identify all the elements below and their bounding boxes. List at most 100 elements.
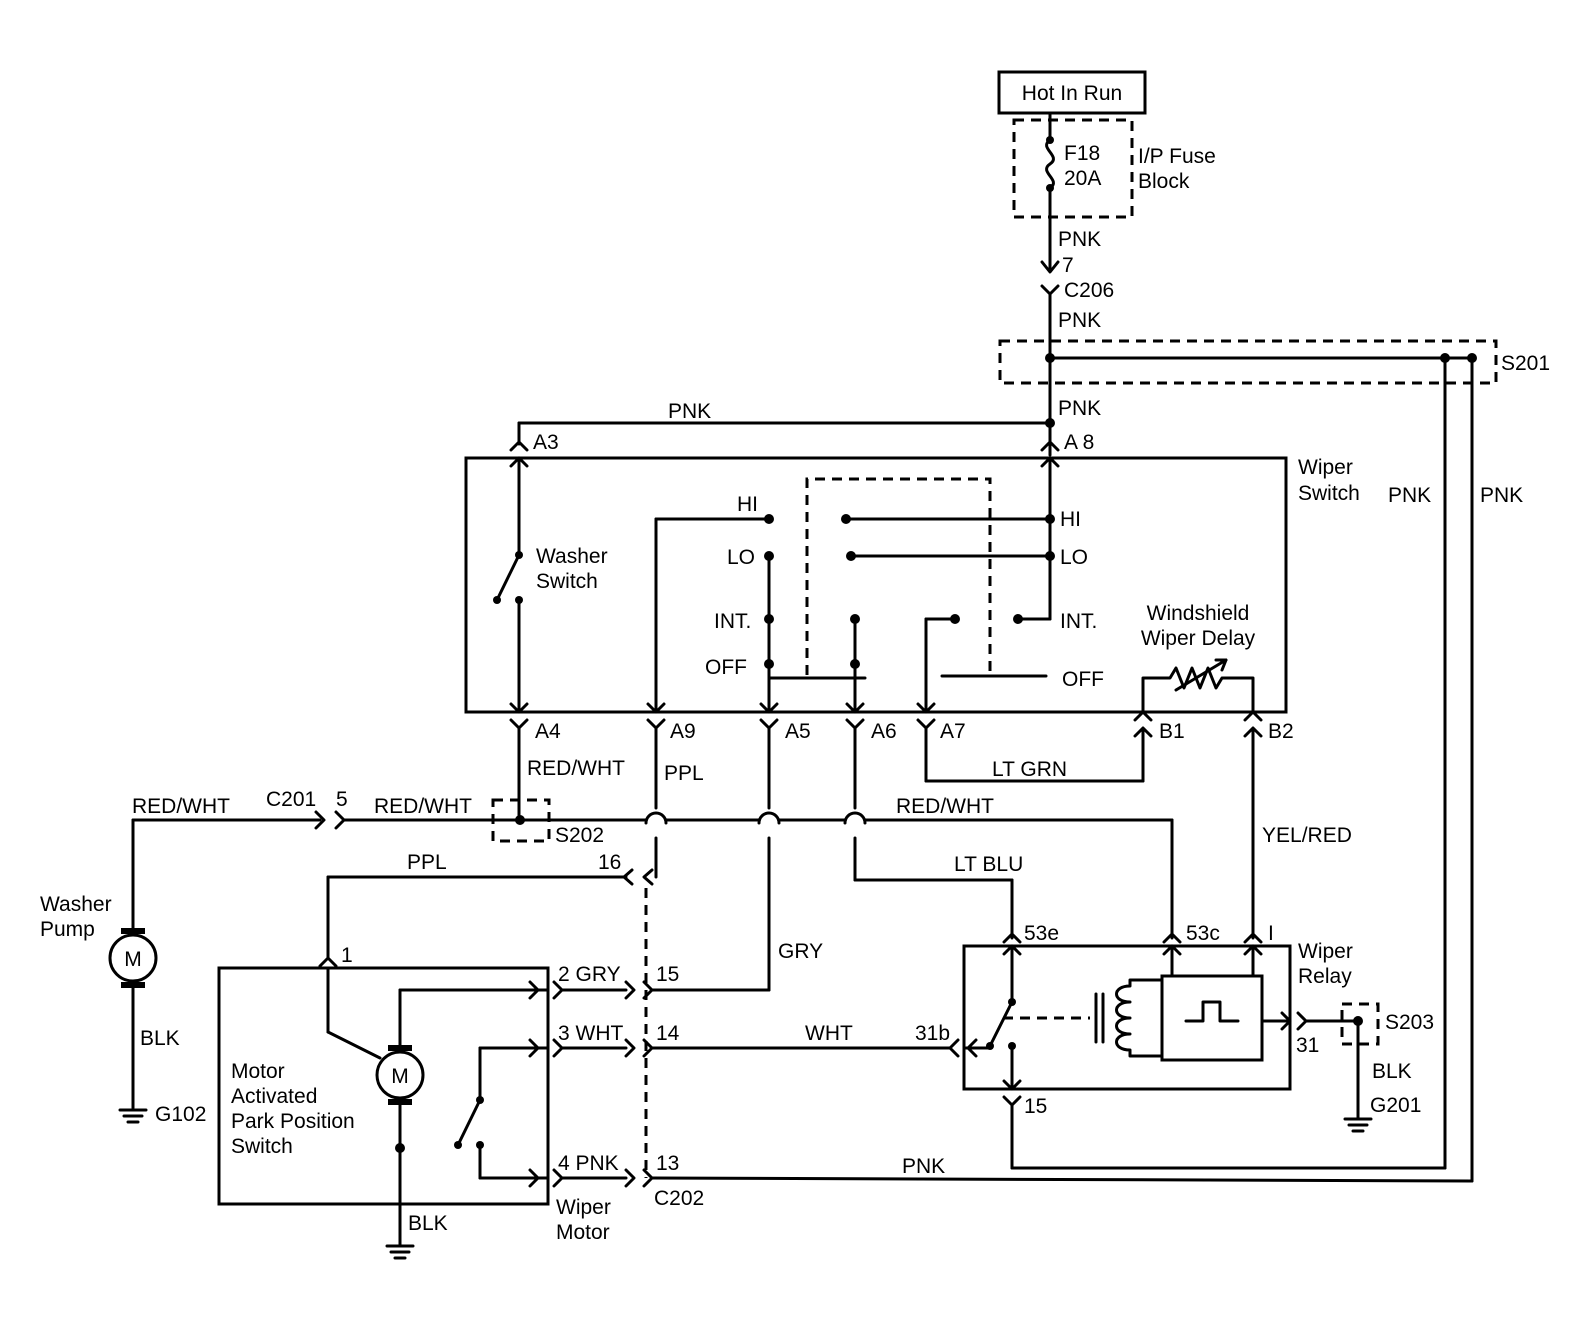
a7-inner-arrow — [916, 702, 936, 714]
off-label-left: OFF — [705, 656, 747, 679]
wire-label-red-wht-relay: RED/WHT — [896, 795, 994, 818]
wiper-motor-icon — [375, 1050, 425, 1100]
pin15-male — [642, 980, 654, 1000]
wiper-switch-box — [464, 456, 1288, 714]
wiper-switch-title-1: Wiper — [1298, 456, 1353, 479]
wiper-relay: Wiper Relay 53e 53c I — [962, 922, 1353, 1091]
wiper-switch: Wiper Switch Washer Switch HI LO INT. OF… — [464, 456, 1360, 722]
switch-bottom-terminals: A4 A9 A5 A6 A7 B1 B2 — [509, 718, 1294, 743]
washer-pump-label-2: Pump — [40, 918, 95, 941]
relay-label-1: Wiper — [1298, 940, 1353, 963]
int-label-right: INT. — [1060, 610, 1097, 633]
park-label-3: Park Position — [231, 1110, 355, 1133]
lo-label-left: LO — [727, 546, 755, 569]
park-switch-blade — [456, 1098, 482, 1147]
splice-s203: S203 — [1340, 1002, 1434, 1046]
pin13-label: 13 — [656, 1152, 679, 1175]
s203-label: S203 — [1385, 1011, 1434, 1034]
relay-label-2: Relay — [1298, 965, 1352, 988]
wire-label-red-wht-pump: RED/WHT — [132, 795, 230, 818]
c201-label: C201 — [266, 788, 316, 811]
washer-switch-blade — [495, 553, 521, 602]
pin31b-label: 31b — [915, 1022, 950, 1045]
park-label-4: Switch — [231, 1135, 293, 1158]
s201-outline — [998, 339, 1498, 385]
wire-label-lt-grn: LT GRN — [992, 758, 1067, 781]
wiper-motor: 1 M Motor Activated Park Position Switch… — [217, 944, 611, 1247]
ground-icon — [118, 1108, 148, 1124]
a7-label: A7 — [940, 720, 966, 743]
fuse-rating: 20A — [1064, 167, 1101, 190]
b2-inner-arrow — [1243, 710, 1263, 722]
a6-label: A6 — [871, 720, 897, 743]
a5-inner-arrow — [759, 702, 779, 714]
wiper-motor-label-2: Motor — [556, 1221, 610, 1244]
wire-label-red-wht-c201: RED/WHT — [374, 795, 472, 818]
c201-pin: 5 — [336, 788, 348, 811]
a5-label: A5 — [785, 720, 811, 743]
wire-label-gry-2: 2 GRY — [558, 963, 621, 986]
washer-pump-label-1: Washer — [40, 893, 112, 916]
s203-outline — [1340, 1002, 1380, 1046]
pin53e-label: 53e — [1024, 922, 1059, 945]
wire-label-red-wht-a4: RED/WHT — [527, 757, 625, 780]
fuse-block-label-2: Block — [1138, 170, 1190, 193]
washer-switch-label-2: Switch — [536, 570, 598, 593]
wire-label-lt-blu: LT BLU — [954, 853, 1023, 876]
c206-label: C206 — [1064, 279, 1114, 302]
relay-contact-blade — [988, 1000, 1014, 1048]
relay-pin15-label: 15 — [1024, 1095, 1047, 1118]
splice-s202: S202 — [491, 798, 604, 847]
wire-label-pnk-a3: PNK — [668, 400, 711, 423]
wiper-motor-box — [217, 966, 550, 1206]
relay-timer-module — [1160, 974, 1264, 1062]
pin31b-terminal — [948, 1038, 960, 1058]
pulse-icon — [1184, 1000, 1240, 1023]
delay-label-1: Windshield — [1147, 602, 1250, 625]
switch-mechanical-link — [805, 477, 992, 675]
fuse-block-label-1: I/P Fuse — [1138, 145, 1216, 168]
pin14-female — [624, 1038, 636, 1058]
wire-label-pnk-fuse: PNK — [1058, 228, 1101, 251]
pin14-label: 14 — [656, 1022, 680, 1045]
a3-label: A3 — [533, 431, 559, 454]
hot-in-run-label: Hot In Run — [1022, 82, 1122, 105]
park-label-2: Activated — [231, 1085, 317, 1108]
pin1-terminal — [318, 956, 338, 968]
wire-label-pnk-right: PNK — [1480, 484, 1523, 507]
power-source: Hot In Run — [997, 70, 1147, 115]
off-label-right: OFF — [1062, 668, 1104, 691]
wire-label-wht: WHT — [805, 1022, 853, 1045]
washer-pump-m: M — [124, 948, 142, 971]
wire-label-pnk-left: PNK — [1388, 484, 1431, 507]
g201-label: G201 — [1370, 1094, 1421, 1117]
wire-label-blk-motor: BLK — [408, 1212, 448, 1235]
delay-resistor-icon — [1141, 666, 1255, 714]
a4-inner-arrow — [509, 702, 529, 714]
wire-label-yel-red: YEL/RED — [1262, 824, 1352, 847]
c206-female-terminal — [1040, 260, 1060, 274]
a8-terminal — [1040, 440, 1060, 452]
c201-female-terminal — [314, 810, 326, 830]
wire-label-ppl-a9: PPL — [664, 762, 704, 785]
wire-label-blk-pump: BLK — [140, 1027, 180, 1050]
b2-terminal — [1243, 726, 1263, 738]
b1-label: B1 — [1159, 720, 1185, 743]
a4-label: A4 — [535, 720, 561, 743]
a8-label: A 8 — [1064, 431, 1094, 454]
relay-pin31-label: 31 — [1296, 1034, 1319, 1057]
pin16-label: 16 — [598, 851, 621, 874]
a8-inner-arrow — [1040, 456, 1060, 468]
wiper-motor-label-1: Wiper — [556, 1196, 611, 1219]
crossover-gry — [757, 811, 781, 825]
wire-label-ppl-motor: PPL — [407, 851, 447, 874]
c206-pin: 7 — [1062, 254, 1074, 277]
int-label-left: INT. — [714, 610, 751, 633]
hi-label-left: HI — [737, 493, 758, 516]
ground-icon — [385, 1244, 415, 1260]
pin15-female — [624, 980, 636, 1000]
wire-label-blk-relay: BLK — [1372, 1060, 1412, 1083]
lo-label-right: LO — [1060, 546, 1088, 569]
crossover-ppl — [644, 811, 668, 825]
